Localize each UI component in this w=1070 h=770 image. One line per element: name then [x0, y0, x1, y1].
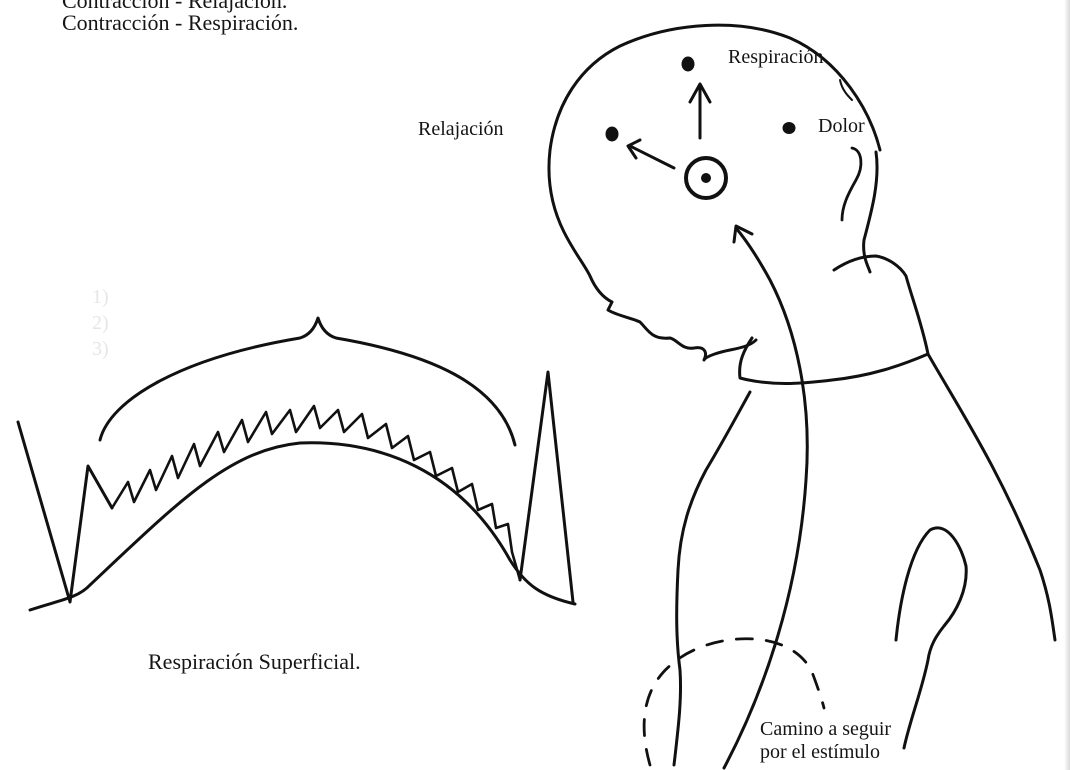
- right-tall-spike: [520, 372, 573, 602]
- head-profile: [549, 25, 880, 360]
- page-edge-shadow: [1064, 0, 1070, 770]
- caption-shallow-breathing: Respiración Superficial.: [148, 650, 361, 674]
- central-target-dot: [701, 173, 711, 183]
- human-figure: [549, 25, 1055, 765]
- stimulus-path-line: [724, 228, 807, 768]
- stimulus-pathway: [724, 226, 807, 768]
- label-relaxation: Relajación: [418, 118, 504, 140]
- pain-center-dot: [783, 122, 796, 134]
- ear: [842, 148, 861, 220]
- caption-stimulus-path-line-2: por el estímulo: [760, 741, 880, 763]
- label-respiration: Respiración: [728, 46, 824, 68]
- relaxation-center-dot: [606, 127, 619, 142]
- caption-stimulus-path-line-1: Camino a seguir: [760, 718, 891, 740]
- back-line: [928, 354, 1055, 640]
- label-pain: Dolor: [818, 115, 865, 137]
- baseline-hump-curve: [30, 443, 575, 610]
- front-torso: [674, 392, 750, 765]
- brain-centers: [606, 57, 853, 199]
- respiration-center-dot: [682, 57, 695, 72]
- upper-bracket-arc: [100, 318, 515, 445]
- caption-contraction-respiration: Contracción - Respiración.: [62, 11, 298, 35]
- arm: [896, 528, 966, 748]
- left-tall-spike: [18, 422, 112, 602]
- zigzag-breathing-line: [112, 406, 520, 580]
- breathing-wave-drawing: [18, 318, 575, 610]
- stimulus-arrowhead: [734, 226, 752, 242]
- back-of-neck: [864, 152, 877, 272]
